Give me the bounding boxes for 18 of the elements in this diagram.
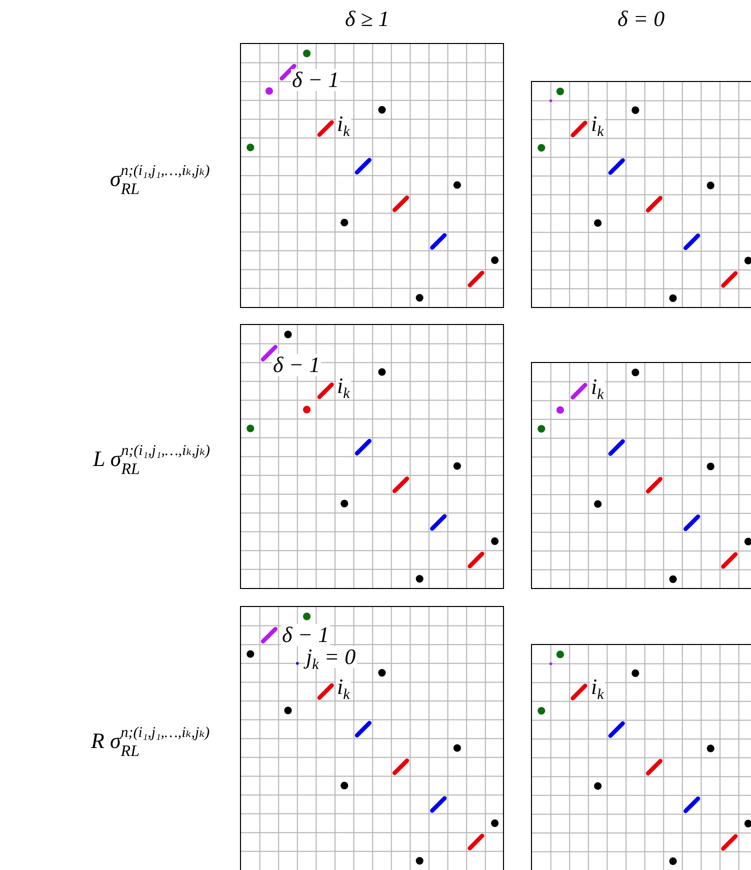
math-label: δ − 1 xyxy=(272,354,322,376)
grid-panel xyxy=(531,644,751,870)
grid-panel xyxy=(240,606,504,870)
grid-panel xyxy=(240,324,504,589)
math-label: δ − 1 xyxy=(281,624,330,646)
math-label: δ − 1 xyxy=(291,69,340,91)
math-label: i$_{k}$ xyxy=(590,113,605,135)
math-label: i$_{k}$ xyxy=(590,676,605,698)
grid-panel xyxy=(531,81,751,308)
grid-panel xyxy=(531,362,751,590)
column-header: δ = 0 xyxy=(618,8,665,30)
math-label: i$_{k}$ xyxy=(590,376,605,398)
math-label: i$_{k}$ xyxy=(336,113,351,135)
math-label: i$_{k}$ xyxy=(336,676,351,698)
column-header: δ ≥ 1 xyxy=(345,8,390,30)
math-label: i$_{k}$ xyxy=(336,375,351,397)
grid-panel xyxy=(240,43,504,308)
math-label: j$_{k}$ = 0 xyxy=(305,646,357,668)
